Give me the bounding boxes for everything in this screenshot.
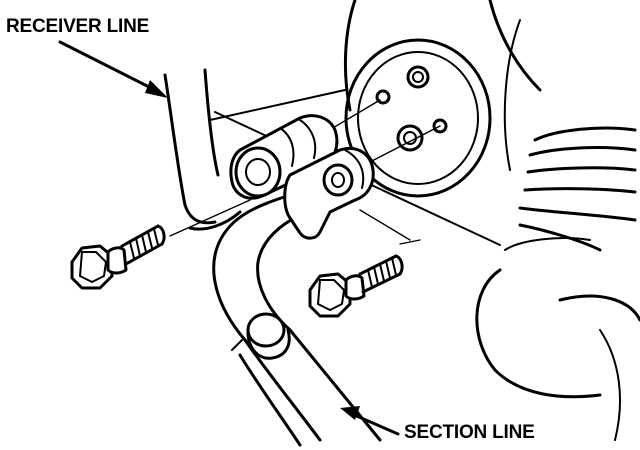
- section-line-label: SECTION LINE: [404, 422, 535, 443]
- suction-line-pipe: [212, 146, 382, 447]
- receiver-line-label: RECEIVER LINE: [6, 16, 150, 37]
- bolt-left: [70, 224, 166, 290]
- receiver-line-arrow: [58, 40, 168, 98]
- compressor-flange: [344, 38, 492, 198]
- compressor-body: [209, 0, 640, 441]
- bolt-center: [308, 254, 404, 318]
- section-line-arrow: [340, 406, 400, 436]
